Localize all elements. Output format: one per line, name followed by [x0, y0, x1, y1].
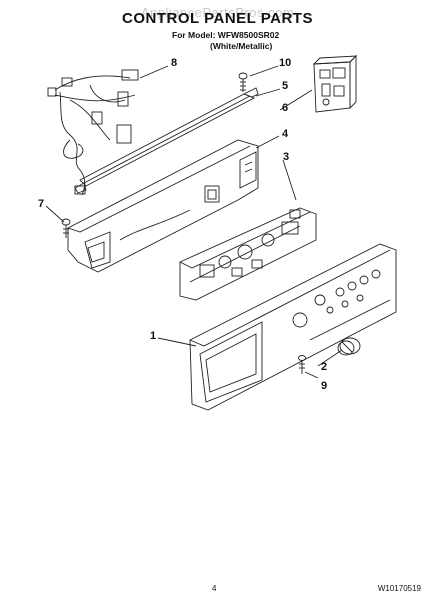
callout-5: 5: [282, 80, 289, 92]
leader-lines: [45, 65, 343, 379]
callout-9: 9: [321, 380, 328, 392]
screw-part-10: [238, 72, 248, 92]
screw-part-9: [298, 355, 306, 374]
interface-board-part: [312, 54, 358, 113]
callout-3: 3: [283, 151, 290, 163]
console-panel-part: [189, 243, 397, 411]
page-title: CONTROL PANEL PARTS: [122, 10, 313, 27]
watermark: AppliancePartsPros.com: [140, 5, 295, 20]
document-number: W10170519: [377, 584, 421, 593]
knob-part: [337, 337, 361, 356]
screw-part-7: [61, 218, 71, 238]
callout-2: 2: [321, 361, 328, 373]
console-bracket-part: [67, 139, 259, 273]
callout-1: 1: [150, 330, 157, 342]
callout-4: 4: [282, 128, 289, 140]
callout-6: 6: [282, 102, 289, 114]
callout-8: 8: [171, 57, 178, 69]
control-module-part: [179, 207, 317, 301]
color-line: (White/Metallic): [210, 41, 273, 51]
page-number: 4: [212, 584, 217, 593]
model-line: For Model: WFW8500SR02: [172, 30, 280, 40]
callout-10: 10: [279, 57, 292, 69]
wire-harness-part: [47, 69, 139, 196]
callout-7: 7: [38, 198, 45, 210]
rail-bracket-part: [74, 87, 259, 194]
